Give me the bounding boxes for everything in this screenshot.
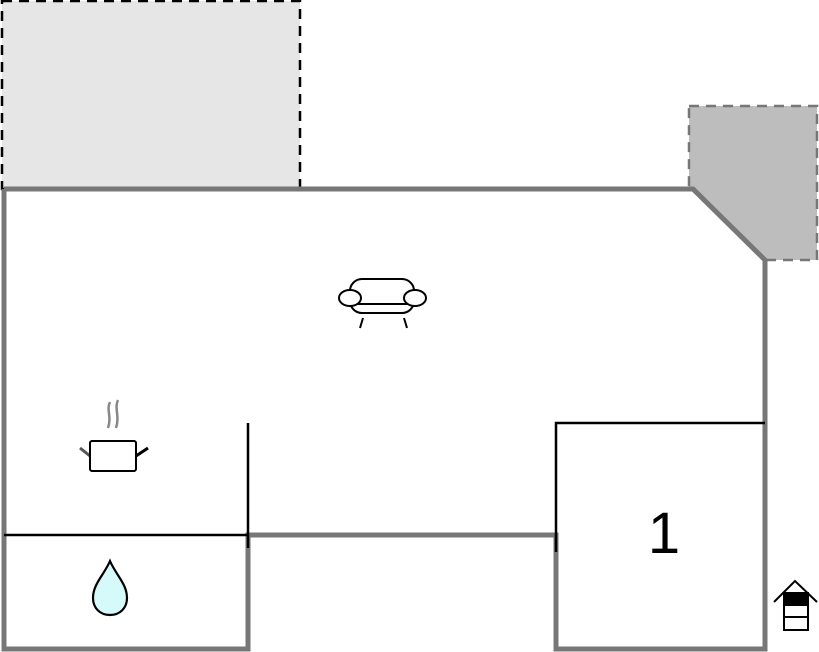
terrace-area xyxy=(0,0,302,191)
house-floor-icon xyxy=(773,579,818,631)
water-drop-icon xyxy=(91,558,129,617)
outer-walls xyxy=(1,186,768,652)
bedroom-number-label: 1 xyxy=(648,501,680,566)
inner-walls xyxy=(4,421,765,552)
cooking-pot-icon xyxy=(79,399,149,472)
balcony-area xyxy=(687,104,819,262)
sofa-icon xyxy=(338,278,427,329)
